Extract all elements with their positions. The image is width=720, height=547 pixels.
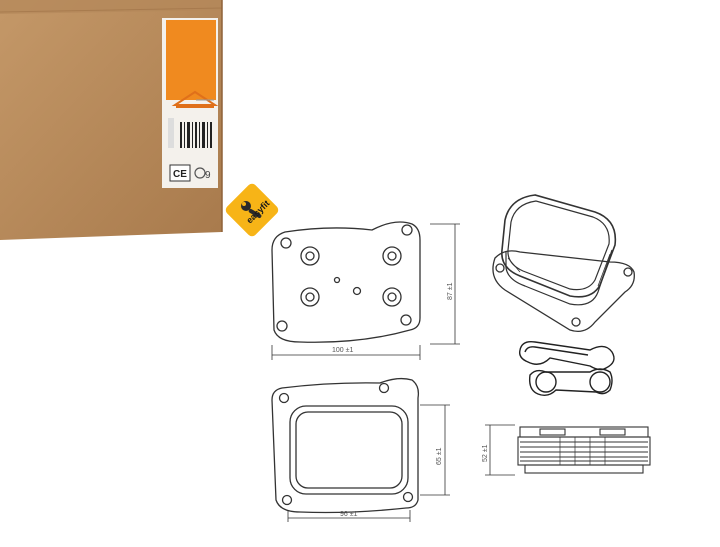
bottom-view-height-label: 65 ±1 xyxy=(436,447,443,465)
bottom-view-width-label: 96 ±1 xyxy=(340,511,358,518)
bottom-view-drawing xyxy=(271,377,450,522)
cardboard-box: CE 9 xyxy=(0,0,223,240)
label-orange-band xyxy=(166,20,216,100)
top-view-width-label: 100 ±1 xyxy=(332,347,353,354)
recycle-icon xyxy=(194,167,206,179)
easyfit-badge: easyfit xyxy=(225,183,279,237)
gasket-seals-drawing xyxy=(518,340,615,397)
brand-logo xyxy=(171,90,219,108)
box-mark: 9 xyxy=(205,170,211,181)
top-view-height-label: 87 ±1 xyxy=(447,282,454,300)
wrench-icon xyxy=(241,201,262,218)
isometric-view-drawing xyxy=(492,194,635,333)
barcode-icon xyxy=(180,122,212,148)
box-label: CE 9 xyxy=(162,18,219,188)
ce-mark-icon: CE xyxy=(169,164,191,182)
side-view-drawing xyxy=(485,424,651,476)
top-view-drawing xyxy=(271,221,460,360)
svg-text:CE: CE xyxy=(173,169,187,180)
side-view-height-label: 52 ±1 xyxy=(482,444,489,462)
